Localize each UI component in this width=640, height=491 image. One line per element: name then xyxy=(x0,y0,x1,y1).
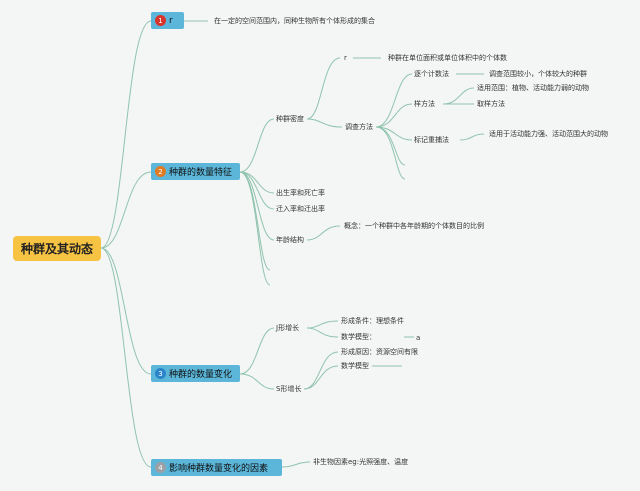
s-growth-cause: 形成原因：资源空间有限 xyxy=(341,348,418,356)
topic-2-label: 种群的数量特征 xyxy=(169,168,233,178)
j-growth-model-label: 数学模型： xyxy=(341,333,376,341)
number-1-badge-icon: 1 xyxy=(155,15,166,26)
connector-j-model xyxy=(306,327,339,338)
topic-4-label: 影响种群数量变化的因素 xyxy=(169,464,269,474)
s-growth-label: S形增长 xyxy=(276,385,302,393)
connector-empty-survey-b xyxy=(375,126,406,180)
connector-topic-1 xyxy=(100,20,152,249)
connector-age xyxy=(239,171,275,241)
topic-3-label: 种群的数量变化 xyxy=(169,370,233,380)
root-node[interactable]: 种群及其动态 xyxy=(13,236,101,261)
connector-s-cause xyxy=(303,351,339,390)
count-method-note: 调查范围较小，个体较大的种群 xyxy=(489,70,587,78)
topic-4-node[interactable]: 4 影响种群数量变化的因素 xyxy=(151,459,282,476)
birth-death-rate-label: 出生率和死亡率 xyxy=(276,189,325,197)
quadrat-method-label: 样方法 xyxy=(414,100,435,108)
density-label: 种群密度 xyxy=(276,115,304,123)
age-structure-concept: 概念：一个种群中各年龄期的个体数目的比例 xyxy=(344,222,484,230)
connector-empty-b xyxy=(239,171,271,286)
connector-topic-3 xyxy=(100,247,152,375)
topic-2-node[interactable]: 2 种群的数量特征 xyxy=(151,163,240,180)
count-method-label: 逐个计数法 xyxy=(414,70,449,78)
density-r-label: r xyxy=(344,54,347,62)
topic-1-node[interactable]: 1 r xyxy=(151,12,184,29)
survey-methods-label: 调查方法 xyxy=(345,123,373,131)
connector-count xyxy=(375,73,413,128)
connector-quadrat xyxy=(375,103,413,128)
number-3-badge-icon: 3 xyxy=(155,368,166,379)
connector-topic-4 xyxy=(100,247,152,468)
connector-age-concept xyxy=(306,225,341,241)
connector-topic-2 xyxy=(100,171,152,249)
topic-1-label: r xyxy=(169,15,173,26)
topic-1-note: 在一定的空间范围内，同种生物所有个体形成的集合 xyxy=(214,17,375,25)
age-structure-label: 年龄结构 xyxy=(276,236,304,244)
j-growth-condition: 形成条件：理想条件 xyxy=(341,317,404,325)
connector-empty-a xyxy=(239,171,271,271)
migration-rate-label: 迁入率和迁出率 xyxy=(276,205,325,213)
quadrat-scope-note: 适用范围：植物、活动能力弱的动物 xyxy=(477,84,589,92)
number-2-badge-icon: 2 xyxy=(155,166,166,177)
quadrat-sampling-label: 取样方法 xyxy=(477,100,505,108)
connector-quadrat-scope xyxy=(442,87,475,105)
number-4-badge-icon: 4 xyxy=(155,462,166,473)
abiotic-factors-label: 非生物因素eg:光照强度、温度 xyxy=(313,458,409,466)
connector-mark-note xyxy=(459,133,485,141)
j-growth-label: J形增长 xyxy=(276,324,300,332)
j-growth-model-symbol: a xyxy=(416,334,421,342)
connector-abiotic xyxy=(281,461,311,468)
connector-s xyxy=(239,373,275,390)
connector-j-cond xyxy=(306,320,339,329)
s-growth-model-label: 数学模型 xyxy=(341,362,369,370)
connector-j xyxy=(239,327,275,375)
connector-survey xyxy=(306,118,343,128)
mark-recapture-label: 标记重捕法 xyxy=(414,136,449,144)
connector-empty-survey-a xyxy=(375,126,406,166)
density-definition: 种群在单位面积或单位体积中的个体数 xyxy=(388,54,507,62)
topic-3-node[interactable]: 3 种群的数量变化 xyxy=(151,365,240,382)
mark-recapture-note: 适用于活动能力强、活动范围大的动物 xyxy=(489,130,608,138)
connector-density-r xyxy=(306,57,341,120)
connector-density xyxy=(239,118,275,173)
connector-s-model xyxy=(303,365,339,390)
